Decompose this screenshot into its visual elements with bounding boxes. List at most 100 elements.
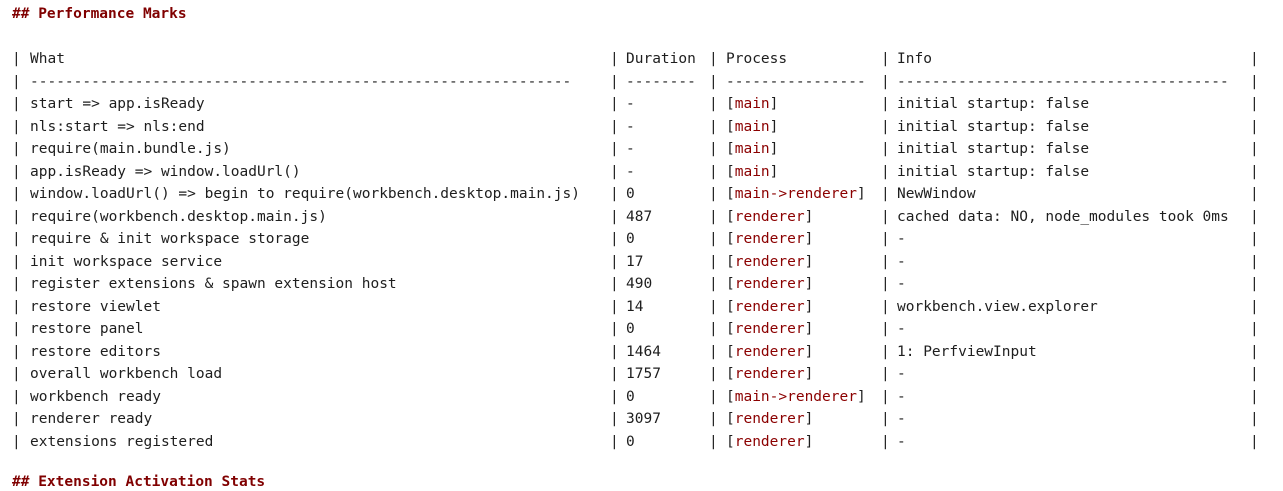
cell-info: - [897, 321, 906, 337]
bracket-close: ] [804, 208, 814, 225]
table-row: |restore panel|0|[renderer]|-| [0, 318, 1283, 341]
table-row: |overall workbench load|1757|[renderer]|… [0, 363, 1283, 386]
bracket-close: ] [804, 411, 814, 427]
column-separator: | [1250, 388, 1259, 405]
column-separator: | [1250, 96, 1259, 112]
table-row: | register extensions & spawn extension h… [0, 273, 1283, 296]
column-separator: | [1250, 298, 1259, 315]
bracket-open: [ [726, 343, 735, 360]
cell-what: nls:start => nls:end [30, 118, 205, 135]
cell-duration: 17 [626, 253, 644, 270]
column-separator: | [709, 366, 718, 382]
column-separator: | [12, 321, 21, 337]
column-separator: | [610, 253, 619, 270]
column-separator: | [709, 321, 718, 337]
column-separator: | [881, 321, 890, 337]
process-name: renderer [734, 208, 805, 225]
bracket-open: [ [726, 433, 735, 450]
column-separator: | [610, 388, 619, 405]
cell-what: register extensions & spawn extension ho… [30, 276, 397, 292]
cell-duration: - [626, 96, 635, 112]
column-separator: | [1250, 208, 1259, 225]
column-separator: | [610, 163, 619, 180]
process-name: main [734, 96, 770, 112]
cell-info: - [897, 253, 906, 270]
cell-info: - [897, 276, 906, 292]
column-separator: | [12, 433, 21, 450]
bracket-close: ] [856, 186, 866, 202]
column-separator: | [1250, 231, 1259, 247]
cell-info: NewWindow [897, 186, 976, 202]
cell-duration: 0 [626, 433, 635, 450]
column-separator: | [610, 411, 619, 427]
cell-process: [renderer] [726, 206, 813, 229]
bracket-open: [ [726, 186, 735, 202]
bracket-open: [ [726, 276, 735, 292]
column-separator: | [610, 433, 619, 450]
bracket-open: [ [726, 388, 735, 405]
column-separator: | [610, 118, 619, 135]
column-separator: | [881, 253, 890, 270]
cell-info: initial startup: false [897, 96, 1090, 112]
column-separator: | [709, 208, 718, 225]
column-separator: | [881, 73, 890, 90]
column-separator: | [709, 96, 718, 112]
column-separator: | [709, 141, 718, 157]
bracket-close: ] [804, 276, 814, 292]
table-row: |start => app.isReady|-|[main]|initial s… [0, 93, 1283, 116]
process-name: renderer [734, 253, 805, 270]
table-row: |renderer ready|3097|[renderer]|-| [0, 408, 1283, 431]
column-separator: | [881, 51, 890, 67]
cell-process: [renderer] [726, 318, 813, 341]
column-separator: | [1250, 276, 1259, 292]
column-separator: | [1250, 321, 1259, 337]
column-separator: | [1250, 343, 1259, 360]
process-name: renderer [734, 298, 805, 315]
cell-what: workbench ready [30, 388, 161, 405]
table-row: |require & init workspace storage|0|[ren… [0, 228, 1283, 251]
process-name: renderer [734, 321, 805, 337]
cell-process: [renderer] [726, 296, 813, 319]
table-separator-row: | --------------------------------------… [0, 71, 1283, 94]
column-separator: | [709, 343, 718, 360]
bracket-open: [ [726, 298, 735, 315]
column-separator: | [1250, 433, 1259, 450]
table-row: |require(workbench.desktop.main.js)|487|… [0, 206, 1283, 229]
cell-duration: 0 [626, 186, 635, 202]
column-separator: | [610, 343, 619, 360]
cell-info: - [897, 388, 906, 405]
column-separator: | [881, 433, 890, 450]
column-separator: | [1250, 411, 1259, 427]
cell-duration: 0 [626, 388, 635, 405]
cell-process: [main] [726, 161, 778, 184]
bracket-close: ] [804, 253, 814, 270]
cell-duration: 490 [626, 276, 653, 292]
column-separator: | [881, 118, 890, 135]
column-separator: | [881, 141, 890, 157]
header-process: Process [726, 51, 788, 67]
header-duration: Duration [626, 51, 696, 67]
cell-process: [renderer] [726, 431, 813, 454]
column-separator: | [12, 411, 21, 427]
bracket-open: [ [726, 208, 735, 225]
table-row: |workbench ready|0|[main->renderer]|-| [0, 386, 1283, 409]
column-separator: | [610, 73, 619, 90]
bracket-open: [ [726, 366, 735, 382]
column-separator: | [881, 343, 890, 360]
process-name: main->renderer [734, 186, 857, 202]
column-separator: | [709, 253, 718, 270]
cell-process: [renderer] [726, 408, 813, 431]
column-separator: | [1250, 186, 1259, 202]
cell-process: [renderer] [726, 251, 813, 274]
column-separator: | [12, 388, 21, 405]
column-separator: | [12, 276, 21, 292]
cell-process: [main] [726, 138, 778, 161]
bracket-close: ] [804, 343, 814, 360]
column-separator: | [610, 141, 619, 157]
column-separator: | [12, 366, 21, 382]
table-row: |restore editors|1464|[renderer]|1: Perf… [0, 341, 1283, 364]
cell-process: [renderer] [726, 363, 813, 386]
bracket-open: [ [726, 118, 735, 135]
header-what: What [30, 51, 65, 67]
process-name: main [734, 141, 770, 157]
